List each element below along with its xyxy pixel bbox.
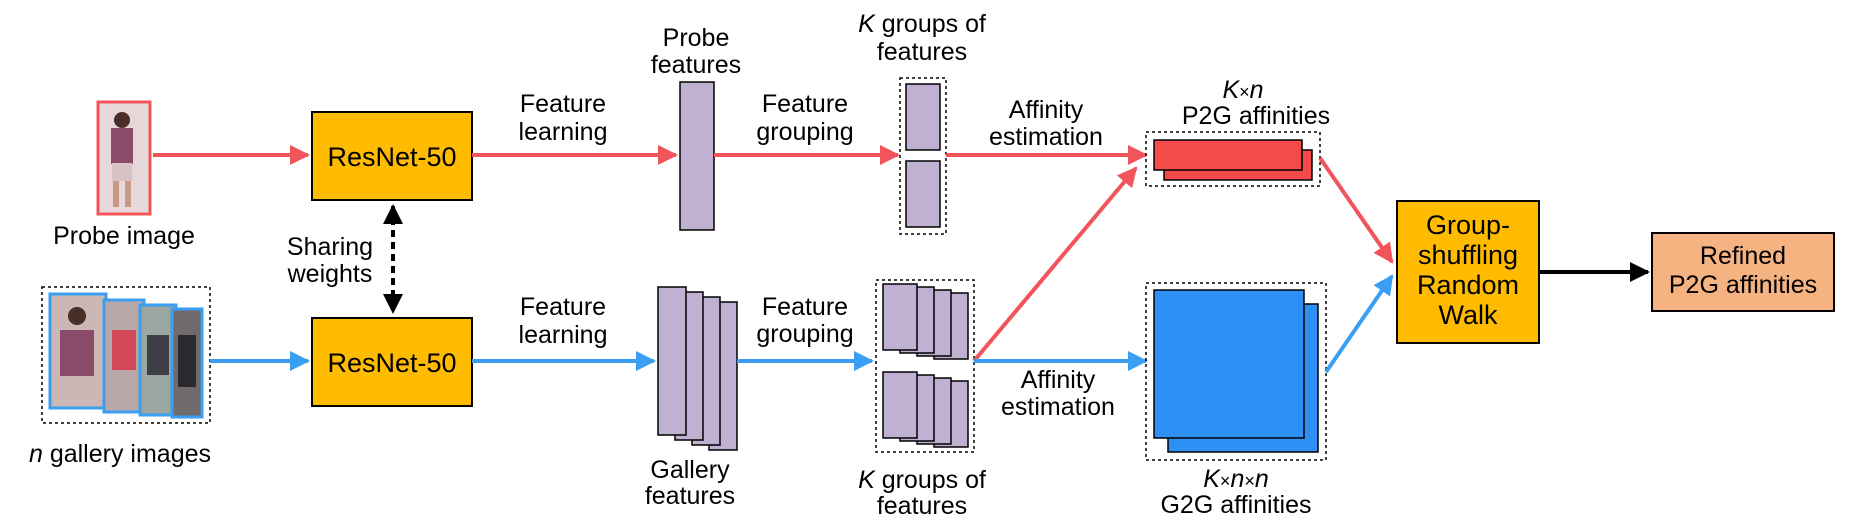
svg-text:Refined: Refined xyxy=(1700,242,1786,270)
k-groups-top-label-2: features xyxy=(877,38,967,66)
gallery-features-label-2: features xyxy=(645,482,735,510)
svg-text:P2G affinities: P2G affinities xyxy=(1669,271,1817,299)
resnet-top-box: ResNet-50 xyxy=(311,111,473,201)
sharing-weights-label-2: weights xyxy=(287,260,373,288)
probe-image xyxy=(96,100,152,216)
gallery-images xyxy=(48,292,204,419)
feature-grouping-top-label: Feature xyxy=(762,90,848,118)
gsrw-box: Group- shuffling Random Walk xyxy=(1396,200,1540,344)
affinity-top-label: Affinity xyxy=(1009,96,1084,124)
sharing-weights-label: Sharing xyxy=(287,233,373,261)
feature-grouping-bottom-label-2: grouping xyxy=(756,320,853,348)
svg-text:ResNet-50: ResNet-50 xyxy=(327,142,456,172)
g2g-block-front xyxy=(1153,289,1305,439)
affinity-bottom-label-2: estimation xyxy=(1001,393,1115,421)
svg-text:Group-: Group- xyxy=(1426,210,1510,240)
svg-text:ResNet-50: ResNet-50 xyxy=(327,348,456,378)
k-group-bottom-1 xyxy=(882,283,969,360)
svg-text:Random: Random xyxy=(1417,270,1519,300)
g2g-to-gsrw-arrow xyxy=(1324,274,1394,374)
gallery-features-stack xyxy=(657,286,738,451)
g2g-frame xyxy=(1145,282,1327,461)
gallery-images-frame xyxy=(41,286,211,424)
gallery-images-label: n gallery images xyxy=(29,440,211,468)
svg-text:Walk: Walk xyxy=(1439,300,1498,330)
probe-features-bar xyxy=(679,81,715,231)
g2g-dim-label: K×n×n xyxy=(1203,465,1269,493)
p2g-to-gsrw-arrow xyxy=(1318,156,1394,264)
probe-features-label: Probe xyxy=(663,24,730,52)
feature-grouping-bottom-label: Feature xyxy=(762,293,848,321)
g2g-affinities-label: G2G affinities xyxy=(1160,491,1311,519)
affinity-bottom-label: Affinity xyxy=(1021,366,1096,394)
probe-image-label: Probe image xyxy=(53,222,195,250)
refined-p2g-box: Refined P2G affinities xyxy=(1651,232,1835,312)
probe-features-label-2: features xyxy=(651,51,741,79)
k-group-top-1 xyxy=(905,83,941,151)
svg-text:shuffling: shuffling xyxy=(1418,240,1518,270)
feature-learning-top-label: Feature xyxy=(520,90,606,118)
k-groups-bottom-frame xyxy=(875,279,975,453)
p2g-block-front xyxy=(1153,139,1303,171)
k-groups-bottom-label: K groups of xyxy=(858,466,986,494)
feature-grouping-top-label-2: grouping xyxy=(756,118,853,146)
feature-learning-bottom-label: Feature xyxy=(520,293,606,321)
feature-learning-bottom-label-2: learning xyxy=(519,321,608,349)
gallery-features-label: Gallery xyxy=(650,456,730,484)
k-group-bottom-2 xyxy=(882,371,969,448)
affinity-top-label-2: estimation xyxy=(989,123,1103,151)
k-groups-top-label: K groups of xyxy=(858,10,986,38)
p2g-dim-label: K×n xyxy=(1222,76,1263,104)
feature-learning-top-label-2: learning xyxy=(519,118,608,146)
gallery-to-p2g-arrow xyxy=(972,166,1138,363)
p2g-affinities-label: P2G affinities xyxy=(1182,102,1330,130)
k-groups-top-frame xyxy=(899,77,947,235)
k-group-top-2 xyxy=(905,160,941,228)
resnet-bottom-box: ResNet-50 xyxy=(311,317,473,407)
k-groups-bottom-label-2: features xyxy=(877,492,967,520)
